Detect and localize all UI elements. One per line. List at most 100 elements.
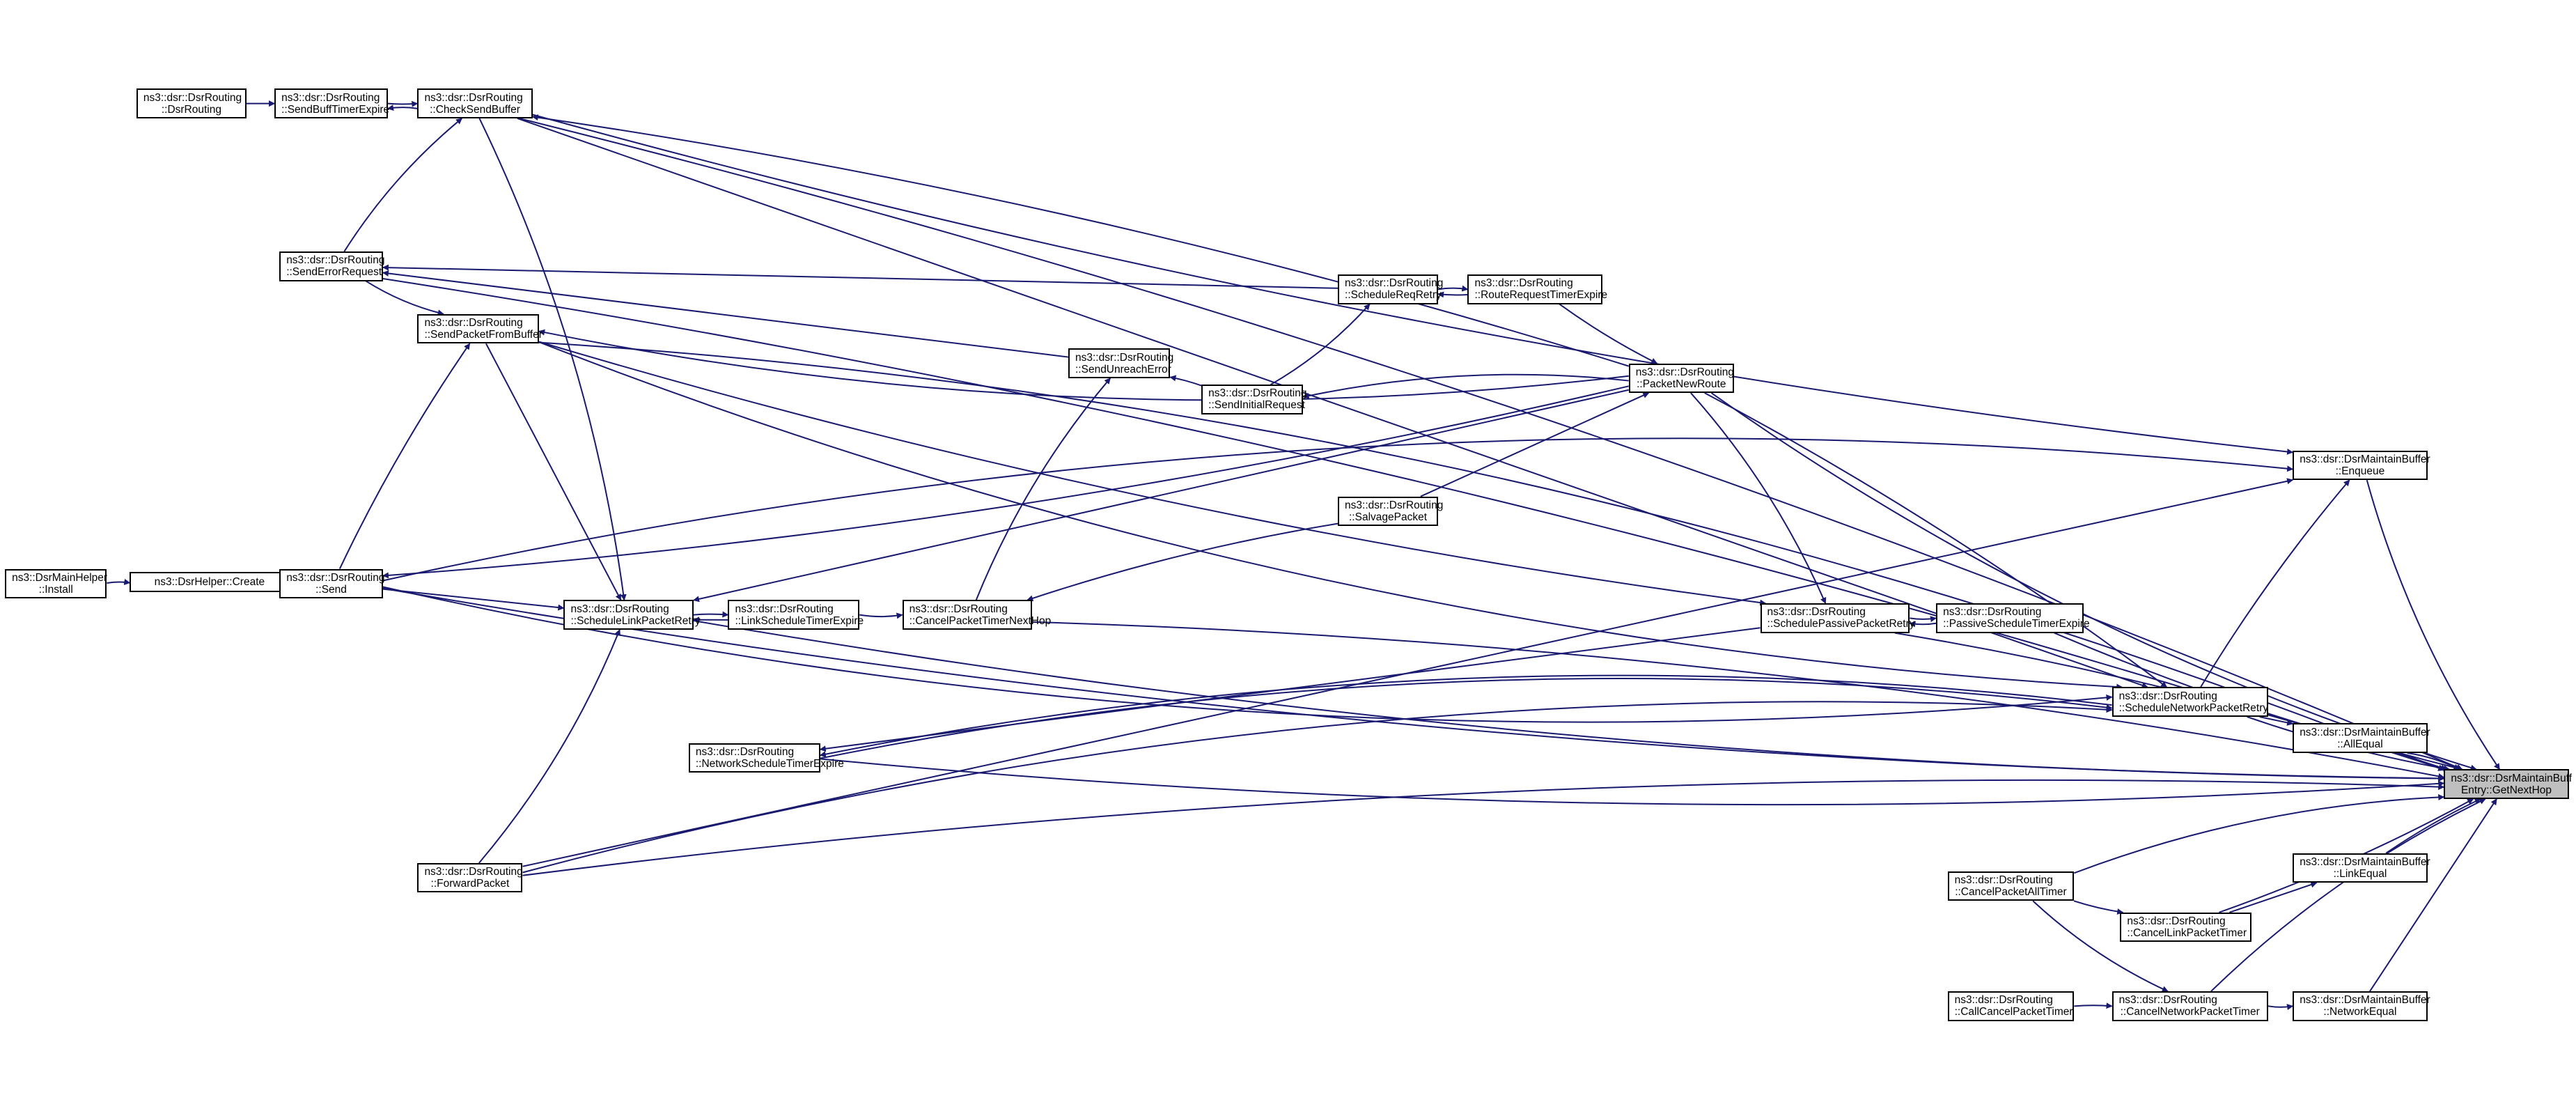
node-sendunreacherror[interactable]: ns3::dsr::DsrRouting::SendUnreachError (1068, 348, 1174, 378)
node-networkequal[interactable]: ns3::dsr::DsrMaintainBuffer::NetworkEqua… (2293, 991, 2430, 1021)
node-label-line1: ns3::dsr::DsrRouting (281, 91, 380, 104)
node-label-line1: ns3::dsr::DsrRouting (2118, 690, 2217, 702)
node-networkscheduletimerexpire[interactable]: ns3::dsr::DsrRouting::NetworkScheduleTim… (688, 743, 844, 773)
node-schedulepassivepacketretry[interactable]: ns3::dsr::DsrRouting::SchedulePassivePac… (1760, 603, 1914, 633)
node-label-line2: ::NetworkEqual (2323, 1006, 2397, 1018)
node-salvagepacket[interactable]: ns3::dsr::DsrRouting::SalvagePacket (1338, 496, 1444, 527)
node-install[interactable]: ns3::DsrMainHelper::Install (5, 568, 108, 599)
node-label-line1: ns3::dsr::DsrMaintainBuff (2451, 772, 2573, 784)
edge-checksendbuffer-to-sendbufftimerexpire (387, 104, 418, 111)
node-cancellinkpackettimer[interactable]: ns3::dsr::DsrRouting::CancelLinkPacketTi… (2120, 912, 2252, 943)
edge-sendpacketfrombuffer-to-schedulepassivepacketretry (538, 341, 1767, 606)
edge-cancelpackettimernexthop-to-getnexthop (1032, 621, 2445, 780)
node-label-line1: ns3::dsr::DsrRouting (1474, 277, 1573, 290)
node-label-line2: ::ScheduleNetworkPacketRetry (2118, 701, 2269, 714)
edge-callcancelpackettimer-to-cancelnetworkpackettimer (2074, 1002, 2113, 1009)
node-label-line2: ::LinkScheduleTimerExpire (735, 614, 864, 627)
edge-packetnewroute-to-sendinitialrequest (1302, 373, 1629, 399)
node-label-line2: ::Send (315, 583, 347, 596)
node-label-line2: ::Install (38, 583, 73, 596)
edge-sendinitialrequest-to-sendunreacherror (1169, 375, 1202, 387)
node-label-line1: ns3::dsr::DsrRouting (1943, 606, 2042, 619)
node-routerequesttimerexpire[interactable]: ns3::dsr::DsrRouting::RouteRequestTimerE… (1467, 274, 1607, 304)
edge-cancelpacketalltimer-to-cancellinkpackettimer (2073, 900, 2124, 915)
node-label-line2: ::SendUnreachError (1075, 363, 1171, 375)
node-label-line1: ns3::dsr::DsrRouting (286, 571, 385, 584)
edge-schedulereqretry-to-routerequesttimerexpire (1437, 285, 1469, 292)
edge-routerequesttimerexpire-to-packetnewroute (1559, 303, 1658, 364)
node-passivescheduletimerexpire[interactable]: ns3::dsr::DsrRouting::PassiveScheduleTim… (1936, 603, 2090, 633)
node-label-line1: ns3::dsr::DsrRouting (1767, 606, 1866, 619)
edge-schedulelinkpacketretry-to-getnexthop (693, 620, 2445, 782)
node-label-line1: ns3::dsr::DsrRouting (1345, 499, 1444, 511)
node-label-line1: ns3::dsr::DsrRouting (424, 866, 523, 878)
edge-cancelnetworkpackettimer-to-getnexthop (2210, 798, 2486, 992)
node-label-line1: ns3::dsr::DsrRouting (2127, 915, 2226, 928)
node-forwardpacket[interactable]: ns3::dsr::DsrRouting::ForwardPacket (417, 863, 523, 893)
edge-senderrorrequest-to-getnexthop (382, 278, 2445, 771)
node-schedulelinkpacketretry[interactable]: ns3::dsr::DsrRouting::ScheduleLinkPacket… (563, 600, 701, 630)
node-label-line1: ns3::dsr::DsrRouting (1075, 351, 1174, 364)
node-callcancelpackettimer[interactable]: ns3::dsr::DsrRouting::CallCancelPacketTi… (1947, 991, 2075, 1021)
node-label-line2: ::Enqueue (2335, 465, 2385, 477)
node-label-line1: ns3::dsr::DsrRouting (2118, 994, 2217, 1007)
node-schedulenetworkpacketretry[interactable]: ns3::dsr::DsrRouting::ScheduleNetworkPac… (2111, 687, 2269, 717)
node-label-line2: ::SendBuffTimerExpire (281, 103, 390, 116)
node-sendpacketfrombuffer[interactable]: ns3::dsr::DsrRouting::SendPacketFromBuff… (417, 313, 542, 344)
node-cancelnetworkpackettimer[interactable]: ns3::dsr::DsrRouting::CancelNetworkPacke… (2111, 991, 2268, 1021)
node-label-line2: ::CancelNetworkPacketTimer (2120, 1006, 2260, 1018)
node-label-line1: ns3::dsr::DsrMaintainBuffer (2300, 856, 2430, 869)
edge-send-to-enqueue (382, 437, 2294, 582)
node-cancelpackettimernexthop[interactable]: ns3::dsr::DsrRouting::CancelPacketTimerN… (902, 600, 1051, 630)
node-linkscheduletimerexpire[interactable]: ns3::dsr::DsrRouting::LinkScheduleTimerE… (728, 600, 864, 630)
node-senderrorrequest[interactable]: ns3::dsr::DsrRouting::SendErrorRequest (279, 251, 384, 281)
edge-cancelnetworkpackettimer-to-networkequal (2267, 1004, 2294, 1011)
edge-checksendbuffer-to-enqueue (532, 114, 2294, 455)
edge-packetnewroute-to-schedulepassivepacketretry (1690, 392, 1827, 604)
edge-cancelpacketalltimer-to-getnexthop (2073, 794, 2445, 874)
node-label-line1: ns3::dsr::DsrRouting (735, 603, 834, 615)
edge-networkequal-to-getnexthop (2369, 798, 2497, 992)
edge-sendunreacherror-to-senderrorrequest (382, 270, 1069, 358)
node-checksendbuffer[interactable]: ns3::dsr::DsrRouting::CheckSendBuffer (417, 88, 533, 118)
edge-schedulenetworkpacketretry-to-networkscheduletimerexpire (819, 674, 2112, 758)
edge-send-to-sendpacketfrombuffer (338, 343, 471, 569)
edge-send-to-schedulelinkpacketretry (382, 588, 565, 611)
node-label-line2: ::DsrRouting (161, 103, 221, 116)
edge-cancelpackettimernexthop-to-sendunreacherror (975, 378, 1111, 600)
node-sendbufftimerexpire[interactable]: ns3::dsr::DsrRouting::SendBuffTimerExpir… (274, 88, 390, 118)
edge-send-to-schedulenetworkpacketretry (382, 586, 2113, 723)
node-schedulereqretry[interactable]: ns3::dsr::DsrRouting::ScheduleReqRetry (1338, 274, 1443, 304)
edge-linkscheduletimerexpire-to-cancelpackettimernexthop (859, 612, 903, 619)
edge-salvagepacket-to-packetnewroute (1420, 392, 1650, 497)
edge-senderrorrequest-to-sendpacketfrombuffer (366, 280, 444, 316)
node-label-line2: ::ScheduleLinkPacketRetry (570, 614, 701, 627)
node-linkequal[interactable]: ns3::dsr::DsrMaintainBuffer::LinkEqual (2293, 853, 2430, 883)
node-dsrrouting[interactable]: ns3::dsr::DsrRouting::DsrRouting (136, 88, 247, 118)
node-allequal[interactable]: ns3::dsr::DsrMaintainBuffer::AllEqual (2293, 723, 2430, 753)
edge-senderrorrequest-to-checksendbuffer (343, 118, 462, 252)
node-cancelpacketalltimer[interactable]: ns3::dsr::DsrRouting::CancelPacketAllTim… (1947, 871, 2075, 901)
edge-linkequal-to-getnexthop (2385, 798, 2481, 854)
node-sendinitialrequest[interactable]: ns3::dsr::DsrRouting::SendInitialRequest (1201, 385, 1307, 414)
edge-schedulereqretry-to-senderrorrequest (382, 264, 1338, 289)
node-send[interactable]: ns3::dsr::DsrRouting::Send (279, 568, 385, 599)
node-label-line2: ::SendErrorRequest (286, 266, 382, 279)
edge-passivescheduletimerexpire-to-schedulepassivepacketretry (1909, 621, 1937, 628)
edge-packetnewroute-to-send (382, 385, 1629, 579)
node-packetnewroute[interactable]: ns3::dsr::DsrRouting::PacketNewRoute (1628, 363, 1734, 394)
node-create[interactable]: ns3::DsrHelper::Create (130, 572, 290, 592)
edge-packetnewroute-to-checksendbuffer (531, 114, 1630, 367)
node-label-line1: ns3::dsr::DsrRouting (1208, 387, 1307, 400)
node-label-line2: ::CancelPacketAllTimer (1955, 886, 2067, 899)
node-label-line2: ::PacketNewRoute (1637, 378, 1726, 390)
edge-routerequesttimerexpire-to-schedulereqretry (1437, 291, 1468, 298)
node-label-line1: ns3::DsrMainHelper (12, 571, 108, 584)
edge-cancelpacketalltimer-to-cancelnetworkpackettimer (2032, 900, 2169, 992)
edge-forwardpacket-to-getnexthop (522, 779, 2445, 876)
node-label-line2: Entry::GetNextHop (2460, 784, 2552, 796)
edge-sendpacketfrombuffer-to-schedulelinkpacketretry (485, 343, 622, 601)
node-label-line2: ::SendInitialRequest (1208, 399, 1305, 412)
edge-schedulepassivepacketretry-to-passivescheduletimerexpire (1910, 616, 1937, 623)
node-enqueue[interactable]: ns3::dsr::DsrMaintainBuffer::Enqueue (2293, 450, 2430, 481)
